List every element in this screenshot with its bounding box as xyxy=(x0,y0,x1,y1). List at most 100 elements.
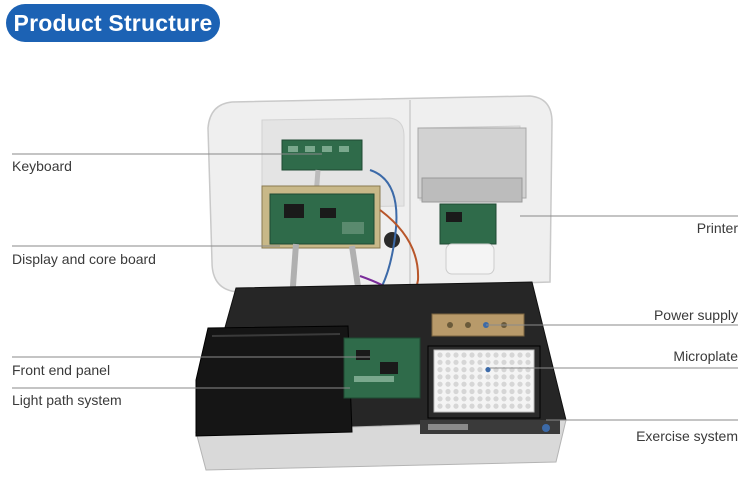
label-display-core-board: Display and core board xyxy=(12,251,156,267)
microplate-well xyxy=(437,367,443,373)
display-core-board xyxy=(261,185,400,301)
microplate-well xyxy=(469,359,475,365)
microplate-well xyxy=(517,388,523,395)
microplate-well xyxy=(461,374,467,380)
microplate-well xyxy=(485,359,491,365)
microplate-well xyxy=(461,381,467,387)
front-end-panel xyxy=(343,337,421,399)
microplate-well xyxy=(509,367,515,373)
power-supply xyxy=(431,313,525,337)
microplate-well xyxy=(525,367,531,373)
microplate-well xyxy=(469,381,475,387)
microplate-well xyxy=(469,396,475,402)
microplate-well xyxy=(517,359,523,365)
microplate-well xyxy=(453,374,459,380)
microplate-well xyxy=(453,367,459,373)
microplate-well xyxy=(477,359,483,365)
microplate-well xyxy=(517,367,523,373)
microplate-well xyxy=(469,374,475,380)
page-title: Product Structure xyxy=(6,4,220,42)
label-front-end-panel: Front end panel xyxy=(12,362,111,378)
microplate-well xyxy=(525,352,531,358)
light-path-block xyxy=(195,325,353,437)
microplate-well xyxy=(509,359,515,365)
printer xyxy=(417,127,527,275)
microplate-well xyxy=(501,403,507,409)
microplate-well xyxy=(477,352,483,358)
microplate-well xyxy=(461,367,467,373)
microplate-well xyxy=(461,403,467,409)
microplate-well xyxy=(437,403,443,409)
microplate-well xyxy=(477,374,483,380)
microplate-well xyxy=(509,352,515,358)
microplate-well xyxy=(461,388,467,395)
microplate-well xyxy=(461,396,467,402)
microplate-well xyxy=(445,359,451,365)
microplate-well xyxy=(509,374,515,380)
microplate-well xyxy=(501,388,507,395)
microplate-well xyxy=(461,352,467,358)
microplate-well xyxy=(445,381,451,387)
microplate-well xyxy=(501,396,507,402)
microplate-well xyxy=(493,403,499,409)
microplate-well xyxy=(469,352,475,358)
microplate-well xyxy=(485,367,491,373)
microplate-well xyxy=(445,403,451,409)
microplate-well xyxy=(485,396,491,402)
microplate-well xyxy=(493,396,499,402)
microplate-well xyxy=(445,388,451,395)
microplate-well xyxy=(517,403,523,409)
microplate xyxy=(427,345,541,419)
exercise-rail xyxy=(420,420,560,434)
microplate-well xyxy=(437,359,443,365)
label-power-supply: Power supply xyxy=(653,307,738,323)
microplate-well xyxy=(493,359,499,365)
microplate-well xyxy=(453,352,459,358)
label-exercise-system: Exercise system xyxy=(636,428,738,444)
label-keyboard: Keyboard xyxy=(12,158,72,174)
microplate-well xyxy=(437,352,443,358)
microplate-well xyxy=(469,367,475,373)
microplate-well xyxy=(509,388,515,395)
microplate-wells xyxy=(437,352,531,409)
microplate-well xyxy=(437,374,443,380)
label-microplate: Microplate xyxy=(673,348,738,364)
microplate-well xyxy=(445,374,451,380)
microplate-well xyxy=(493,367,499,373)
microplate-well xyxy=(445,367,451,373)
microplate-well xyxy=(501,374,507,380)
microplate-well xyxy=(509,396,515,402)
microplate-well xyxy=(509,381,515,387)
microplate-well xyxy=(477,381,483,387)
microplate-well xyxy=(525,381,531,387)
microplate-well xyxy=(445,396,451,402)
microplate-well xyxy=(501,359,507,365)
microplate-well xyxy=(525,403,531,409)
microplate-well xyxy=(517,352,523,358)
microplate-well xyxy=(525,396,531,402)
microplate-well xyxy=(469,403,475,409)
microplate-well xyxy=(493,352,499,358)
microplate-well xyxy=(477,367,483,373)
microplate-well xyxy=(437,396,443,402)
microplate-well xyxy=(453,381,459,387)
microplate-well xyxy=(485,381,491,387)
microplate-well xyxy=(517,396,523,402)
microplate-well xyxy=(493,381,499,387)
microplate-well xyxy=(485,388,491,395)
microplate-well xyxy=(501,381,507,387)
microplate-well xyxy=(485,374,491,380)
microplate-well xyxy=(525,359,531,365)
microplate-well xyxy=(437,381,443,387)
microplate-well xyxy=(477,388,483,395)
label-printer: Printer xyxy=(696,220,738,236)
microplate-well xyxy=(493,388,499,395)
microplate-well xyxy=(525,388,531,395)
microplate-well xyxy=(453,388,459,395)
microplate-well xyxy=(493,374,499,380)
microplate-well xyxy=(525,374,531,380)
microplate-well xyxy=(477,396,483,402)
microplate-well xyxy=(461,359,467,365)
microplate-well xyxy=(437,388,443,395)
